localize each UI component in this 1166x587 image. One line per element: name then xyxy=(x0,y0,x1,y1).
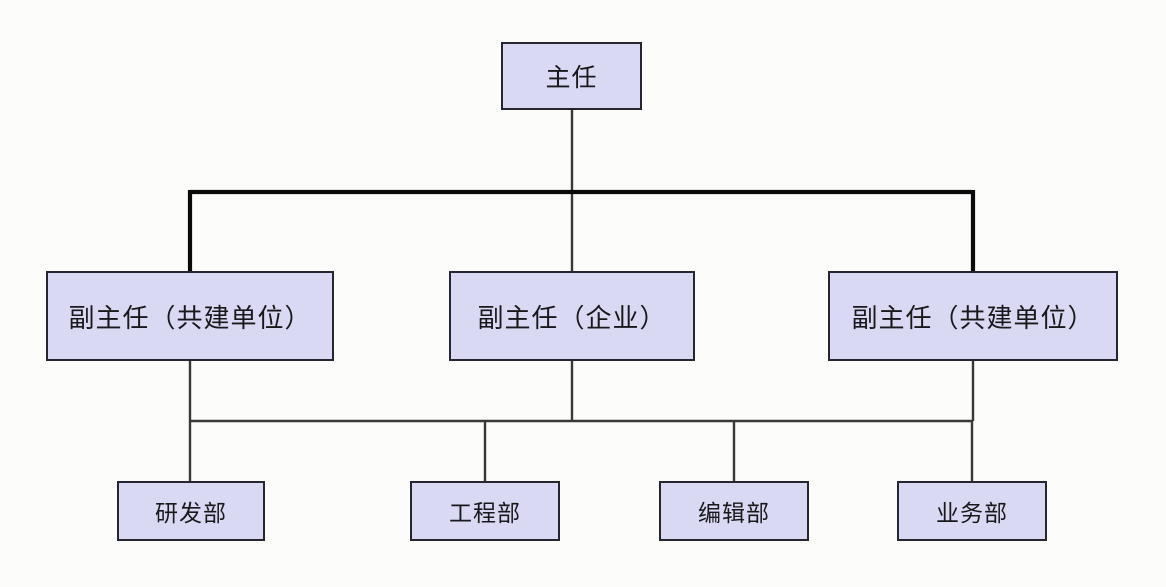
org-node-label: 副主任（共建单位） xyxy=(851,303,1095,334)
org-node-deputy-left: 副主任（共建单位） xyxy=(46,271,334,361)
org-node-deputy-center: 副主任（企业） xyxy=(449,271,695,361)
org-node-label: 副主任（企业） xyxy=(477,303,667,334)
org-node-dept-engineering: 工程部 xyxy=(410,481,560,541)
org-node-label: 主任 xyxy=(545,63,598,92)
org-node-label: 副主任（共建单位） xyxy=(68,303,312,334)
org-node-dept-editorial: 编辑部 xyxy=(659,481,809,541)
org-node-label: 业务部 xyxy=(936,501,1008,527)
org-node-label: 编辑部 xyxy=(698,501,770,527)
org-node-dept-rd: 研发部 xyxy=(117,481,265,541)
org-node-label: 工程部 xyxy=(449,501,521,527)
org-node-deputy-right: 副主任（共建单位） xyxy=(828,271,1118,361)
org-node-label: 研发部 xyxy=(155,501,227,527)
org-node-dept-business: 业务部 xyxy=(897,481,1047,541)
org-node-director: 主任 xyxy=(501,42,642,110)
